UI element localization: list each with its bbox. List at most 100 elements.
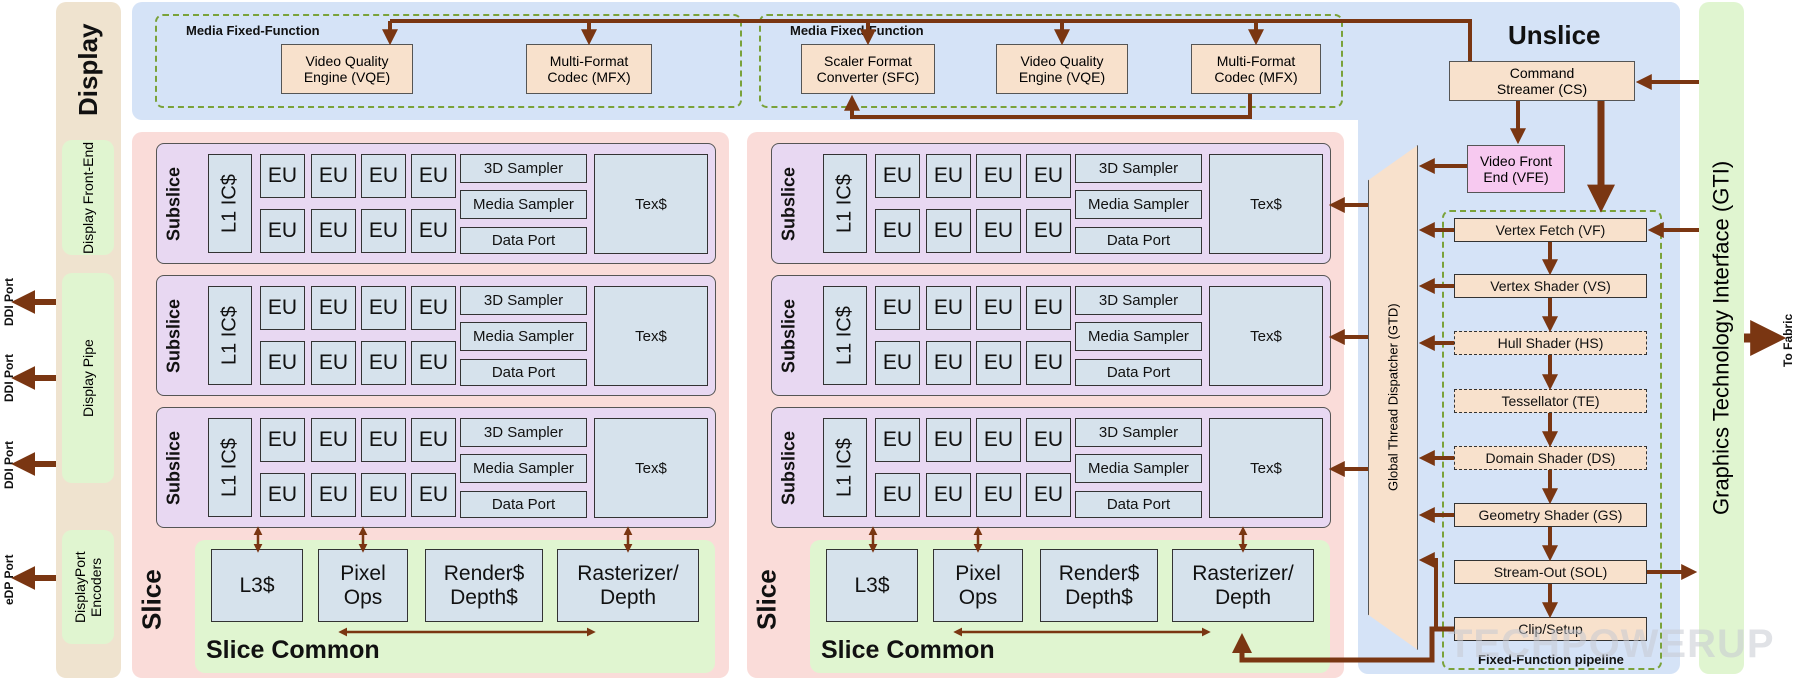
watermark: TECHPOWERUP xyxy=(1448,622,1775,666)
eu-cell: EU xyxy=(1026,154,1071,198)
eu-cell: EU xyxy=(976,418,1021,462)
sfc-box: Scaler Format Converter (SFC) xyxy=(801,44,935,94)
mfx-box-right: Multi-Format Codec (MFX) xyxy=(1191,44,1321,94)
eu-cell: EU xyxy=(361,341,406,385)
eu-cell: EU xyxy=(311,473,356,517)
render-depth-cache: Render$ Depth$ xyxy=(425,549,543,622)
media-ff-left-title: Media Fixed-Function xyxy=(186,23,320,38)
sampler-3d: 3D Sampler xyxy=(1075,286,1202,315)
eu-cell: EU xyxy=(1026,341,1071,385)
vqe-box-right: Video Quality Engine (VQE) xyxy=(996,44,1128,94)
eu-cell: EU xyxy=(361,154,406,198)
sampler-3d: 3D Sampler xyxy=(460,418,587,447)
slice-common-title: Slice Common xyxy=(821,636,995,664)
media-sampler: Media Sampler xyxy=(460,322,587,351)
sampler-3d: 3D Sampler xyxy=(1075,418,1202,447)
eu-cell: EU xyxy=(926,286,971,330)
eu-cell: EU xyxy=(311,286,356,330)
video-front-end: Video Front End (VFE) xyxy=(1467,145,1565,193)
eu-cell: EU xyxy=(411,473,456,517)
arrow-clip-raster xyxy=(1232,626,1454,663)
gti-panel xyxy=(1699,2,1744,674)
data-port: Data Port xyxy=(1075,227,1202,254)
mfx-box-left: Multi-Format Codec (MFX) xyxy=(526,44,652,94)
eu-cell: EU xyxy=(311,154,356,198)
eu-cell: EU xyxy=(411,286,456,330)
eu-cell: EU xyxy=(976,473,1021,517)
data-port: Data Port xyxy=(1075,491,1202,518)
data-port: Data Port xyxy=(460,491,587,518)
eu-cell: EU xyxy=(926,473,971,517)
media-ff-left xyxy=(155,14,742,108)
rasterizer-depth: Rasterizer/ Depth xyxy=(1172,549,1314,622)
ff-hull-shader: Hull Shader (HS) xyxy=(1454,331,1647,355)
l3-cache: L3$ xyxy=(211,549,303,622)
eu-cell: EU xyxy=(411,209,456,253)
sampler-3d: 3D Sampler xyxy=(460,154,587,183)
eu-cell: EU xyxy=(361,286,406,330)
media-sampler: Media Sampler xyxy=(1075,190,1202,219)
media-sampler: Media Sampler xyxy=(460,190,587,219)
eu-cell: EU xyxy=(875,473,920,517)
eu-cell: EU xyxy=(976,154,1021,198)
eu-cell: EU xyxy=(361,473,406,517)
render-depth-cache: Render$ Depth$ xyxy=(1040,549,1158,622)
l3-cache: L3$ xyxy=(826,549,918,622)
ff-vertex-shader: Vertex Shader (VS) xyxy=(1454,274,1647,298)
eu-cell: EU xyxy=(411,154,456,198)
media-ff-right xyxy=(759,14,1343,108)
tex-cache: Tex$ xyxy=(1209,286,1323,386)
tex-cache: Tex$ xyxy=(594,286,708,386)
eu-cell: EU xyxy=(311,209,356,253)
pixel-ops: Pixel Ops xyxy=(933,549,1023,622)
unslice-title: Unslice xyxy=(1508,20,1601,50)
eu-cell: EU xyxy=(1026,286,1071,330)
command-streamer: Command Streamer (CS) xyxy=(1449,61,1635,101)
eu-cell: EU xyxy=(411,418,456,462)
eu-cell: EU xyxy=(1026,209,1071,253)
ff-pipeline xyxy=(1442,210,1662,670)
tex-cache: Tex$ xyxy=(594,418,708,518)
eu-cell: EU xyxy=(260,341,305,385)
eu-cell: EU xyxy=(926,209,971,253)
eu-cell: EU xyxy=(976,341,1021,385)
ff-stream-out: Stream-Out (SOL) xyxy=(1454,560,1647,584)
media-ff-right-title: Media Fixed-Function xyxy=(790,23,924,38)
eu-cell: EU xyxy=(875,418,920,462)
ff-pipeline-title: Fixed-Function pipeline xyxy=(1478,652,1624,667)
arrow-mfx-sfc xyxy=(844,94,1252,119)
eu-cell: EU xyxy=(260,286,305,330)
eu-cell: EU xyxy=(875,154,920,198)
slice-common-title: Slice Common xyxy=(206,636,380,664)
ff-tessellator: Tessellator (TE) xyxy=(1454,389,1647,413)
ff-vertex-fetch: Vertex Fetch (VF) xyxy=(1454,218,1647,242)
eu-cell: EU xyxy=(411,341,456,385)
tex-cache: Tex$ xyxy=(594,154,708,254)
eu-cell: EU xyxy=(260,418,305,462)
tex-cache: Tex$ xyxy=(1209,418,1323,518)
eu-cell: EU xyxy=(976,286,1021,330)
ff-geometry-shader: Geometry Shader (GS) xyxy=(1454,503,1647,527)
rasterizer-depth: Rasterizer/ Depth xyxy=(557,549,699,622)
eu-cell: EU xyxy=(1026,473,1071,517)
eu-cell: EU xyxy=(875,286,920,330)
eu-cell: EU xyxy=(311,341,356,385)
sampler-3d: 3D Sampler xyxy=(1075,154,1202,183)
eu-cell: EU xyxy=(260,209,305,253)
eu-cell: EU xyxy=(926,341,971,385)
eu-cell: EU xyxy=(926,418,971,462)
eu-cell: EU xyxy=(875,209,920,253)
gtd-shape xyxy=(1368,145,1418,650)
data-port: Data Port xyxy=(460,359,587,386)
eu-cell: EU xyxy=(976,209,1021,253)
eu-cell: EU xyxy=(926,154,971,198)
tex-cache: Tex$ xyxy=(1209,154,1323,254)
media-sampler: Media Sampler xyxy=(1075,322,1202,351)
vqe-box-left: Video Quality Engine (VQE) xyxy=(281,44,413,94)
media-sampler: Media Sampler xyxy=(460,454,587,483)
data-port: Data Port xyxy=(460,227,587,254)
eu-cell: EU xyxy=(260,473,305,517)
sampler-3d: 3D Sampler xyxy=(460,286,587,315)
media-sampler: Media Sampler xyxy=(1075,454,1202,483)
